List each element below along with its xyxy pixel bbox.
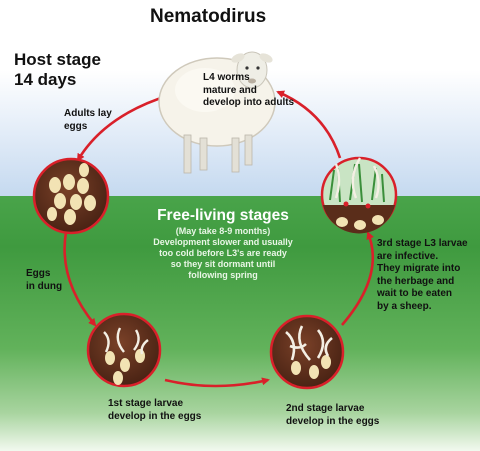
arrow-stage2-to-stage3 xyxy=(341,231,375,326)
eggs-in-dung-line1: Eggs xyxy=(26,268,51,279)
stage1-label: 1st stage larvae develop in the eggs xyxy=(108,398,201,423)
stage3-label: 3rd stage L3 larvae are infective. They … xyxy=(377,238,468,313)
stage3-line1: 3rd stage L3 larvae xyxy=(377,238,468,249)
sheep-label-line3: develop into adults xyxy=(203,97,295,108)
free-living-line5: following spring xyxy=(188,270,258,280)
free-living-line2: Development slower and usually xyxy=(153,237,293,247)
free-living-line4: so they sit dormant until xyxy=(170,259,276,269)
stage3-larvae-circle xyxy=(320,156,398,234)
stage3-line2: are infective. xyxy=(377,250,439,262)
arrow-eggs-to-stage1 xyxy=(63,231,97,327)
eggs-in-dung-label: Eggs in dung xyxy=(26,268,62,293)
stage1-line1: 1st stage larvae xyxy=(108,398,184,409)
diagram-title: Nematodirus xyxy=(150,6,267,27)
sheep-label-line1: L4 worms xyxy=(203,72,250,83)
stage2-label: 2nd stage larvae develop in the eggs xyxy=(286,403,379,428)
adults-lay-label: Adults lay eggs xyxy=(64,108,112,133)
free-living-heading: Free-living stages xyxy=(157,207,289,224)
host-stage-line2: 14 days xyxy=(14,70,77,89)
adults-lay-line2: eggs xyxy=(64,120,88,132)
grass-background xyxy=(0,196,480,451)
stage1-larvae-circle xyxy=(86,312,162,388)
eggs-in-dung-line2: in dung xyxy=(26,280,63,292)
sheep-label-line2: mature and xyxy=(203,84,257,96)
arrow-stage1-to-stage2 xyxy=(164,377,270,388)
free-living-line3: too cold before L3's are ready xyxy=(159,248,287,258)
sheep-label: L4 worms mature and develop into adults xyxy=(203,72,294,110)
arrow-sheep-to-eggs xyxy=(76,93,171,162)
stage2-line2: develop in the eggs xyxy=(286,415,380,427)
adults-lay-line1: Adults lay xyxy=(64,108,112,119)
host-stage-line1: Host stage xyxy=(14,50,101,69)
eggs-dung-circle xyxy=(32,157,110,235)
stage2-larvae-circle xyxy=(269,314,345,390)
free-living-block: Free-living stages (May take 8-9 months)… xyxy=(118,207,328,281)
host-stage-label: Host stage 14 days xyxy=(14,50,101,90)
stage3-line5: wait to be eaten xyxy=(377,288,453,299)
stage1-line2: develop in the eggs xyxy=(108,410,202,422)
stage3-line4: the herbage and xyxy=(377,275,455,287)
stage3-line3: They migrate into xyxy=(377,263,461,274)
stage3-line6: by a sheep. xyxy=(377,300,432,312)
sheep-illustration xyxy=(158,51,276,174)
stage2-line1: 2nd stage larvae xyxy=(286,403,365,414)
free-living-line1: (May take 8-9 months) xyxy=(175,226,271,236)
arrow-stage3-to-sheep xyxy=(276,90,342,159)
